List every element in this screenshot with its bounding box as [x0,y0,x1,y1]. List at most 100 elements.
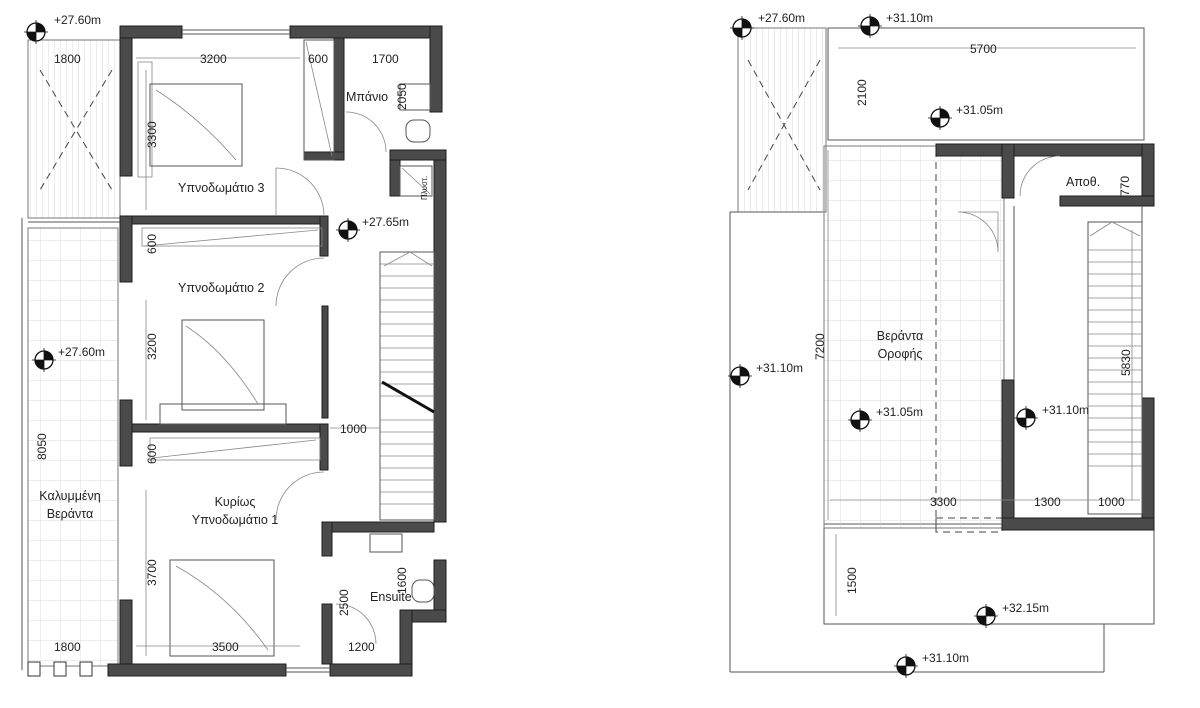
room-label-bathroom: Μπάνιο [346,90,388,104]
veranda-post-1 [27,661,41,677]
dim-2100: 2100 [855,79,869,106]
wall-left-mid2 [119,399,133,467]
dim-3500: 3500 [212,640,239,654]
wall-left-top [119,25,133,177]
dim-1500: 1500 [845,567,859,594]
wall-ensuite-top [321,521,435,533]
ensuite-sink [369,533,403,553]
bath-toilet [405,119,431,143]
storage-door-swing [1019,155,1061,197]
bath-sink [399,83,431,111]
level-label: +27.60m [54,13,101,27]
roof-door-swing [957,211,999,253]
wall-top-2 [289,25,441,39]
level-label: +31.05m [876,405,923,419]
right-staircase [1087,221,1143,515]
wall-right-stair [433,149,447,523]
bed3-bed-fold [155,89,237,161]
room-label-veranda-2: Βεράντα [47,507,93,521]
bed3-closet-diag [305,41,333,157]
wall-right-block-bottom [1001,517,1155,531]
right-floor-plan: +27.60m +31.10m +31.05m +31.10m +31.05m … [727,11,1155,679]
veranda-post-2 [53,661,67,677]
wall-right-top [935,143,1155,157]
dim-1300: 1300 [1034,495,1061,509]
master-bed [169,559,275,657]
laundry-diag [401,167,431,195]
level-label: +32.15m [1002,601,1049,615]
wall-bath-left [333,37,345,161]
wall-storage-left [1001,143,1015,199]
right-balcony [737,27,827,213]
dim-600-a: 600 [145,234,159,254]
dim-1600: 1600 [395,567,409,594]
master-door-swing [275,471,325,521]
dim-8050: 8050 [35,433,49,460]
wall-storage-bottom [1059,195,1155,207]
covered-veranda [27,227,119,667]
room-label-master-1: Κυρίως [215,495,256,509]
veranda-post-3 [79,661,93,677]
wall-laundry [389,159,401,197]
wall-ensuite-left-low [321,603,333,665]
wall-bed2-master [131,423,329,433]
bed2-bed-fold [185,325,259,405]
room-label-veranda-1: Καλυμμένη [39,489,100,503]
level-label: +31.10m [1042,403,1089,417]
dim-5830: 5830 [1119,349,1133,376]
dim-5700: 5700 [970,42,997,56]
wall-right-block-left [1001,379,1015,531]
dim-600-top: 600 [308,52,328,66]
dim-3300: 3300 [145,121,159,148]
wall-bed2-corridor [321,305,329,419]
level-label: +27.65m [362,215,409,229]
roof-outline-top [827,27,1145,141]
level-label: +31.10m [922,651,969,665]
level-marker-icon [727,363,753,389]
level-marker-icon [1013,405,1039,431]
bed2-door-swing [275,257,325,307]
bed3-door-swing [275,167,325,217]
wall-bed2-corridor-top [319,215,329,257]
level-label: +31.10m [886,11,933,25]
dim-770: 770 [1118,176,1132,196]
dim-3200-side: 3200 [145,333,159,360]
wall-ensuite-left [321,521,333,557]
roof-veranda-area [823,145,1005,529]
wall-bottom-2 [329,663,413,677]
level-marker-icon [893,653,919,679]
dim-1800-top: 1800 [54,52,81,66]
dim-1800-bottom: 1800 [54,640,81,654]
master-wardrobe [149,437,321,461]
ensuite-toilet [411,579,435,603]
room-label-bedroom2: Υπνοδωμάτιο 2 [178,281,264,295]
room-label-roof-veranda-1: Βεράντα [877,329,923,343]
level-label: +31.10m [756,361,803,375]
wall-left-mid1 [119,215,133,283]
wall-bath-bottom [303,151,345,161]
dim-2050: 2050 [395,83,409,110]
dim-1700: 1700 [372,52,399,66]
dim-1000: 1000 [340,422,367,436]
dim-3700: 3700 [145,559,159,586]
wall-bottom-1 [107,663,287,677]
bed2-wardrobe-diag [143,229,319,247]
bed2-headboard [159,403,287,425]
ensuite-door-swing [335,603,377,645]
dim-1200: 1200 [348,640,375,654]
dim-600-b: 600 [145,444,159,464]
room-label-storage: Αποθ. [1066,175,1100,189]
left-staircase [379,251,435,521]
top-left-balcony [27,39,121,219]
level-marker-icon [927,105,953,131]
room-label-laundry: Πλυστ. [420,176,429,200]
bed2-wardrobe [141,227,323,247]
wall-left-bottom [119,599,133,667]
bath-door-swing [345,111,387,153]
dim-1000: 1000 [1098,495,1125,509]
room-label-roof-veranda-2: Οροφής [878,347,923,361]
level-marker-icon [335,217,361,243]
dim-2500: 2500 [337,589,351,616]
wall-bath-right [389,149,447,161]
